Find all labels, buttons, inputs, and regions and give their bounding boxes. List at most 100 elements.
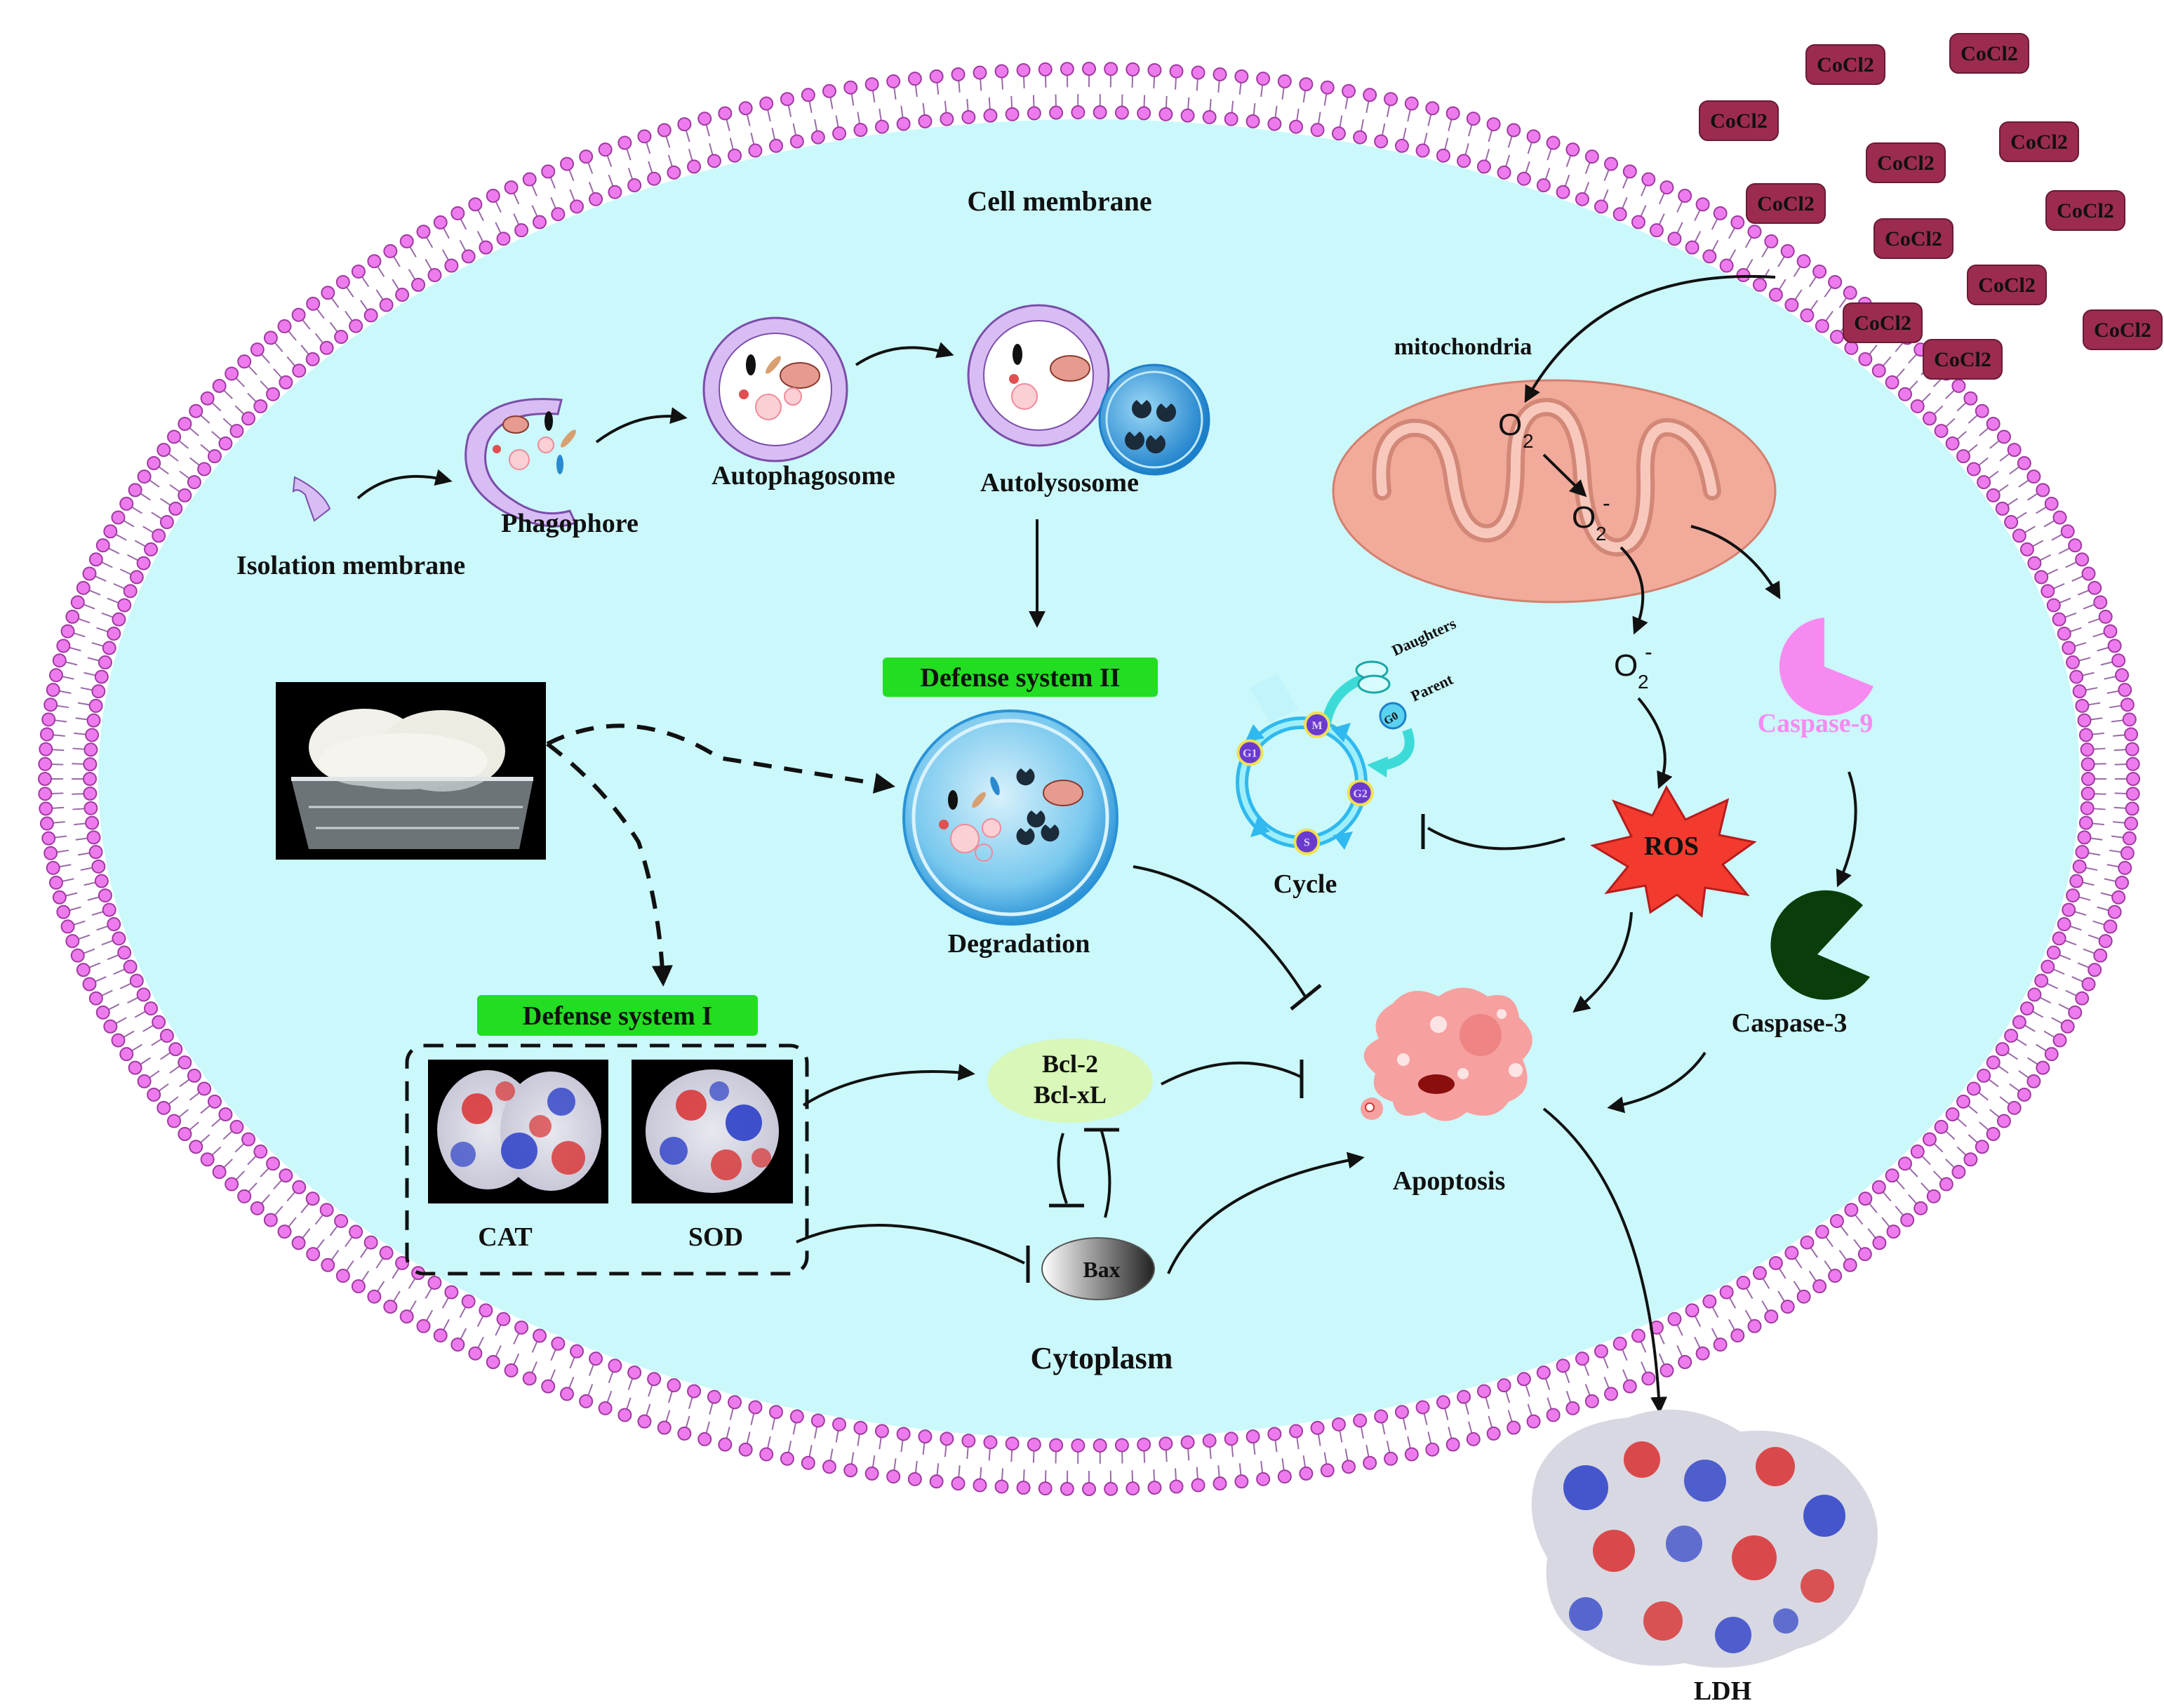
lipid-head: [1660, 181, 1673, 194]
lipid-head: [1624, 165, 1636, 178]
lipid-head: [161, 516, 173, 528]
lipid-head: [349, 320, 362, 333]
lipid-head: [919, 1430, 931, 1443]
lipid-head: [2078, 831, 2091, 843]
lipid-head: [90, 846, 102, 858]
svg-text:G1: G1: [1243, 748, 1257, 760]
lipid-head: [1668, 1313, 1681, 1326]
lipid-head: [523, 1372, 536, 1385]
lipid-head: [1333, 127, 1345, 140]
superoxide-cyto-charge: -: [1645, 639, 1652, 665]
lipid-head: [147, 457, 160, 469]
lipid-head: [791, 1410, 803, 1423]
autophagosome-dot: [739, 389, 749, 399]
lipid-head: [278, 320, 290, 333]
lipid-head: [2118, 683, 2131, 696]
lipid-head: [1914, 1202, 1927, 1215]
lipid-head: [728, 149, 741, 162]
lipid-head: [479, 241, 492, 254]
lipid-head: [833, 1418, 846, 1431]
cocl2-molecule: CoCl2: [1699, 101, 1778, 140]
lipid-head: [188, 476, 201, 488]
lipid-head: [973, 67, 986, 79]
degradation-vesicle: [951, 825, 979, 853]
lipid-head: [2125, 728, 2137, 740]
lipid-head: [1017, 64, 1030, 76]
degradation-particle: [948, 790, 958, 810]
lipid-head: [99, 656, 112, 669]
lipid-head: [1375, 1410, 1387, 1423]
lipid-head: [84, 758, 96, 770]
lipid-head: [876, 121, 888, 133]
lipid-head: [2094, 596, 2106, 608]
lipid-head: [2112, 654, 2125, 667]
lipid-head: [1632, 215, 1645, 228]
lipid-head: [1137, 107, 1150, 119]
lipid-head: [1498, 1379, 1511, 1392]
lipid-head: [2041, 961, 2054, 973]
lipid-head: [92, 685, 105, 698]
lipid-head: [1417, 145, 1429, 157]
lipid-head: [1888, 1225, 1900, 1238]
lipid-head: [434, 1329, 447, 1342]
lipid-head: [72, 949, 84, 962]
lipid-head: [1478, 160, 1490, 173]
lipid-head: [505, 1364, 518, 1377]
lipid-head: [1384, 1453, 1397, 1465]
lipid-head: [940, 1432, 953, 1445]
lipid-head: [41, 818, 53, 830]
lipid-head: [995, 65, 1008, 78]
phase-node-m: M: [1305, 713, 1329, 737]
lipid-head: [469, 1347, 481, 1360]
lipid-head: [1770, 288, 1782, 301]
lipid-head: [103, 904, 116, 916]
lipid-head: [84, 567, 96, 580]
lipid-head: [2069, 539, 2081, 552]
lipid-head: [97, 539, 109, 552]
lipid-head: [552, 1337, 564, 1350]
lipid-head: [44, 698, 57, 711]
lipid-head: [445, 1286, 457, 1298]
lipid-head: [2116, 876, 2128, 889]
lipid-head: [2127, 773, 2139, 785]
cocl2-molecule: CoCl2: [1866, 143, 1945, 182]
ldh-label: LDH: [1694, 1676, 1751, 1704]
lipid-head: [251, 1202, 264, 1215]
lipid-head: [1083, 1483, 1095, 1495]
lipid-head: [138, 470, 151, 483]
lipid-head: [1605, 1387, 1617, 1400]
lipid-head: [618, 137, 631, 149]
caspase9-label: Caspase-9: [1758, 709, 1874, 738]
lipid-head: [178, 489, 191, 502]
lipid-head: [1996, 502, 2009, 515]
lipid-head: [1952, 1166, 1965, 1178]
lipid-head: [1642, 1372, 1655, 1385]
lipid-head: [552, 208, 564, 220]
lipid-head: [1859, 353, 1871, 366]
lipid-head: [39, 743, 52, 756]
lipid-head: [2066, 656, 2079, 669]
lipid-head: [335, 331, 347, 343]
lipid-head: [1528, 130, 1540, 142]
lipid-head: [50, 876, 62, 889]
cocl2-label: CoCl2: [1877, 152, 1935, 175]
o2-symbol: O: [1498, 408, 1522, 442]
lipid-head: [1686, 1304, 1699, 1316]
lipid-head: [1006, 108, 1019, 121]
autolysosome-mito: [1050, 356, 1090, 381]
lipid-head: [887, 1470, 900, 1483]
lipid-head: [648, 1373, 660, 1385]
lipid-head: [844, 81, 857, 94]
lipid-head: [86, 728, 98, 741]
lipid-head: [2076, 700, 2088, 712]
lipid-head: [1557, 186, 1570, 199]
lipid-head: [678, 1427, 690, 1440]
lipid-head: [1595, 200, 1608, 213]
superoxide-symbol: O: [1572, 500, 1596, 535]
cocl2-molecule: CoCl2: [1746, 184, 1825, 223]
lipid-head: [1537, 179, 1550, 192]
lipid-head: [50, 669, 62, 681]
lipid-head: [138, 988, 150, 1001]
lipid-head: [940, 113, 953, 126]
